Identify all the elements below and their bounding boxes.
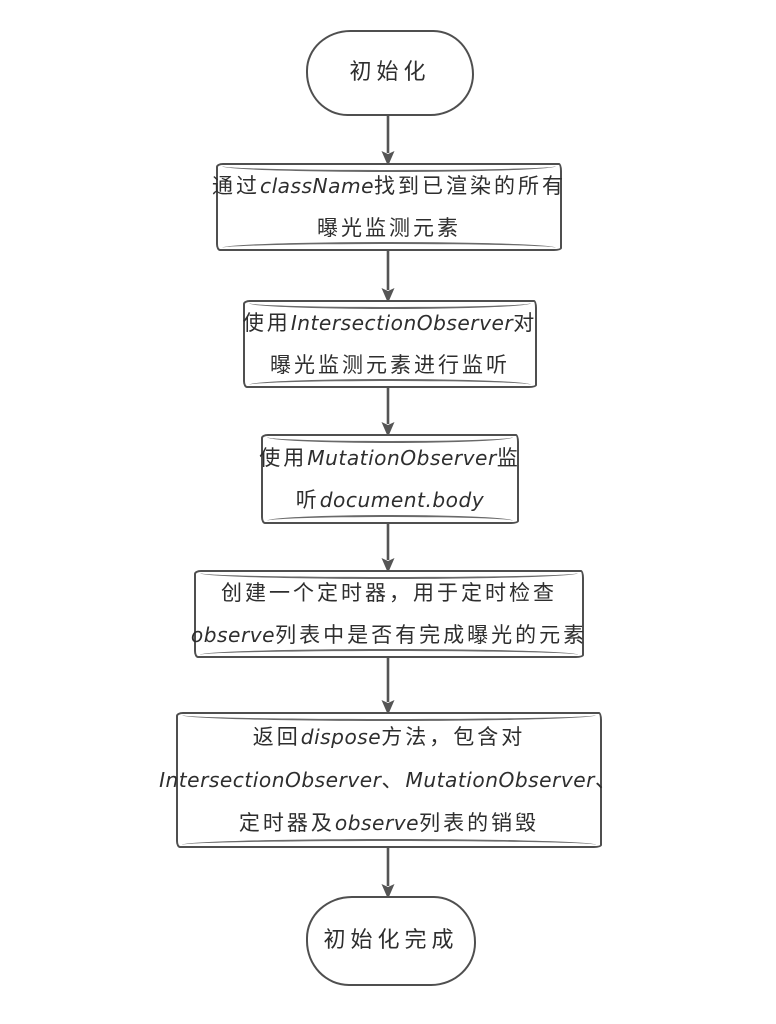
arrow-down-icon: [377, 520, 399, 573]
node-text-line: observe列表中是否有完成曝光的元素: [190, 623, 588, 647]
node-intersection-observer-listen: 使用IntersectionObserver对 曝光监测元素进行监听: [243, 300, 537, 388]
node-end-terminator: 初始化完成: [306, 896, 476, 986]
node-text-line: 通过className找到已渲染的所有: [212, 174, 567, 198]
node-return-dispose: 返回dispose方法，包含对 IntersectionObserver、Mut…: [159, 712, 616, 848]
node-text-line: 使用IntersectionObserver对: [242, 311, 538, 335]
node-text-line: 曝光监测元素: [317, 216, 461, 240]
node-text-line: IntersectionObserver、MutationObserver、: [159, 767, 619, 792]
arrow-down-icon: [377, 112, 399, 166]
node-text-line: 使用MutationObserver监: [259, 446, 521, 470]
arrow-down-icon: [377, 247, 399, 303]
node-mutation-observer-body: 使用MutationObserver监 听document.body: [259, 434, 521, 524]
node-text-line: 听document.body: [295, 488, 485, 512]
arrow-down-icon: [377, 384, 399, 437]
node-start-terminator: 初始化: [306, 30, 474, 116]
node-create-timer: 创建一个定时器，用于定时检查 observe列表中是否有完成曝光的元素: [190, 570, 588, 658]
arrow-down-icon: [377, 654, 399, 715]
node-text-line: 曝光监测元素进行监听: [270, 353, 510, 377]
node-start-label: 初始化: [349, 60, 431, 85]
node-text-line: 创建一个定时器，用于定时检查: [221, 581, 557, 605]
node-text-line: 返回dispose方法，包含对: [252, 724, 526, 749]
node-end-label: 初始化完成: [323, 928, 459, 953]
node-text-line: 定时器及observe列表的销毁: [238, 810, 540, 835]
arrow-down-icon: [377, 844, 399, 899]
node-find-rendered-elements: 通过className找到已渲染的所有 曝光监测元素: [212, 163, 563, 251]
